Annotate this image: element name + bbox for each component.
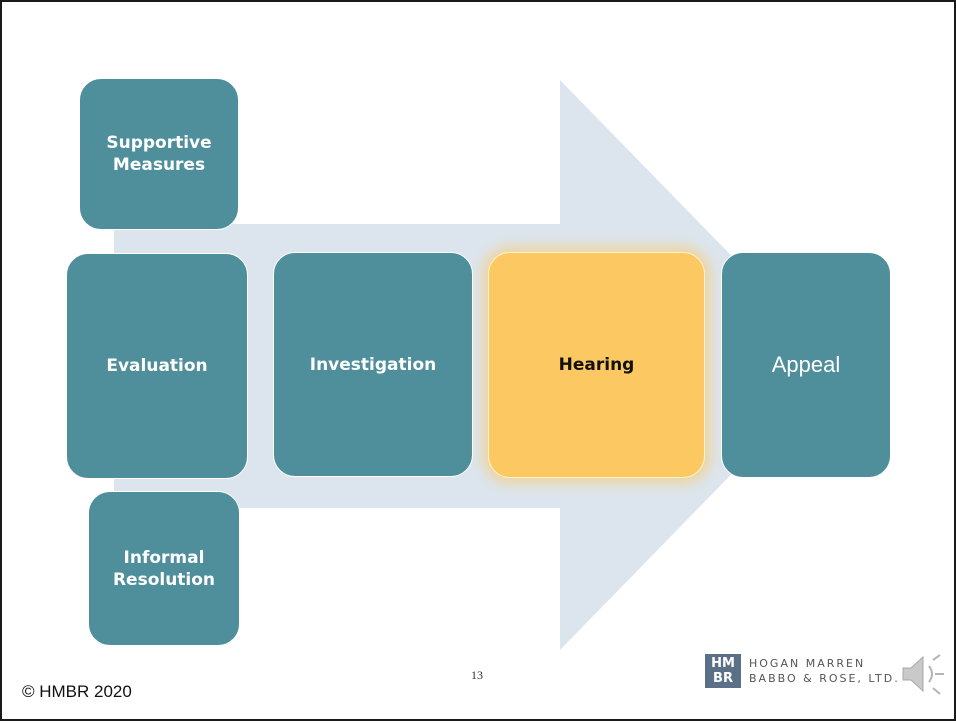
company-logo: HM BR HOGAN MARREN BABBO & ROSE, LTD. bbox=[705, 653, 900, 689]
logo-text: HOGAN MARREN BABBO & ROSE, LTD. bbox=[749, 656, 900, 686]
step-appeal: Appeal bbox=[721, 252, 891, 478]
step-appeal-label: Appeal bbox=[771, 352, 841, 377]
step-evaluation-label: Evaluation bbox=[106, 356, 208, 376]
step-evaluation: Evaluation bbox=[66, 253, 248, 479]
logo-line-2: BABBO & ROSE, LTD. bbox=[749, 672, 900, 685]
copyright-text: © HMBR 2020 bbox=[22, 682, 132, 701]
step-investigation-label: Investigation bbox=[309, 354, 437, 375]
logo-mark-top: HM bbox=[711, 656, 735, 671]
logo-mark-bottom: BR bbox=[713, 671, 733, 686]
step-supportive-measures-label: Supportive Measures bbox=[106, 133, 212, 175]
step-informal-resolution-label: Informal Resolution bbox=[112, 547, 216, 590]
speaker-icon[interactable] bbox=[895, 648, 951, 704]
step-supportive-measures: Supportive Measures bbox=[79, 78, 239, 230]
page-number: 13 bbox=[471, 668, 483, 682]
logo-mark: HM BR bbox=[705, 654, 741, 688]
step-informal-resolution: Informal Resolution bbox=[88, 491, 240, 646]
logo-line-1: HOGAN MARREN bbox=[749, 657, 866, 670]
step-hearing-highlighted: Hearing bbox=[488, 252, 705, 478]
step-investigation: Investigation bbox=[273, 252, 473, 477]
step-hearing-label: Hearing bbox=[558, 355, 635, 375]
